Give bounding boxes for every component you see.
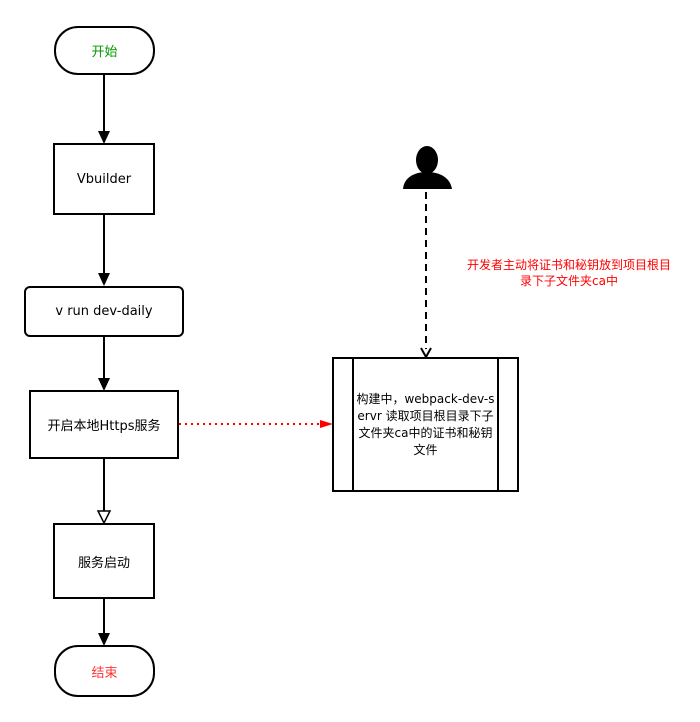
run-node: v run dev-daily — [24, 286, 184, 337]
start-label: 开始 — [91, 45, 118, 60]
start-node: 开始 — [54, 26, 155, 75]
arrowhead-https — [98, 378, 110, 391]
run-label: v run dev-daily — [55, 304, 153, 319]
arrowhead-process — [320, 420, 333, 428]
arrowhead-vbuilder — [98, 131, 110, 144]
arrowhead-run — [98, 273, 110, 286]
arrowhead-open — [420, 347, 432, 360]
https-label: 开启本地Https服务 — [47, 419, 161, 434]
person-icon — [403, 146, 452, 189]
vbuilder-label: Vbuilder — [76, 171, 132, 187]
end-label: 结束 — [91, 665, 118, 681]
predefined-process-label: 构建中，webpack-dev-servr 读取项目根目录下子文件夹ca中的证书… — [352, 359, 499, 490]
vbuilder-node: Vbuilder — [53, 143, 155, 215]
arrowhead-end — [98, 633, 110, 646]
arrowhead-service — [96, 510, 112, 525]
https-node: 开启本地Https服务 — [29, 390, 179, 459]
predefined-process-node: 构建中，webpack-dev-servr 读取项目根目录下子文件夹ca中的证书… — [332, 357, 519, 492]
service-label: 服务启动 — [77, 555, 130, 571]
end-node: 结束 — [54, 645, 155, 697]
annotation-note: 开发者主动将证书和秘钥放到项目根目录下子文件夹ca中 — [466, 258, 671, 288]
service-node: 服务启动 — [53, 523, 155, 599]
